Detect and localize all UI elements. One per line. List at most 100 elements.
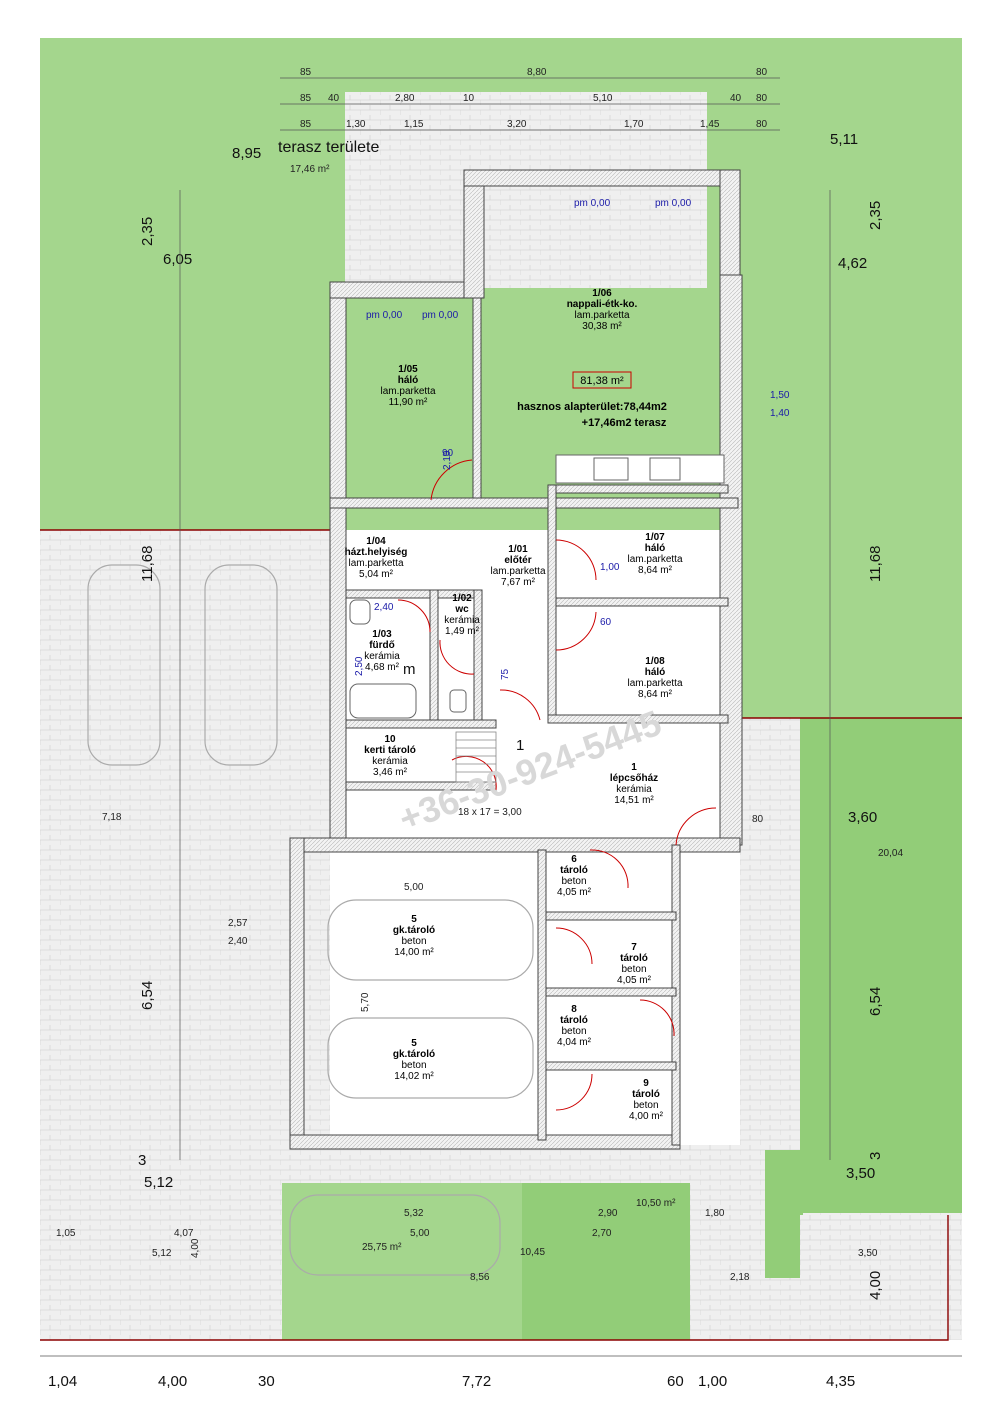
dimension-label: 8,56 — [470, 1272, 490, 1283]
dimension-label: 7,72 — [462, 1373, 491, 1390]
dimension-label: 11,68 — [139, 546, 156, 582]
dimension-label: 40 — [328, 93, 340, 104]
dimension-label: 4,00 — [867, 1271, 884, 1300]
car-icon — [204, 564, 278, 766]
dimension-label: 80 — [756, 119, 768, 130]
dimension-label: 5,11 — [830, 131, 858, 148]
dimension-label: 1,45 — [700, 119, 720, 130]
dimension-label: 3,20 — [507, 119, 527, 130]
dimension-label: 2,57 — [228, 918, 248, 929]
dimension-label: 7,18 — [102, 812, 122, 823]
dimension-label: 30 — [258, 1373, 275, 1390]
dimension-label: 5,10 — [593, 93, 613, 104]
door-swings — [397, 459, 717, 1111]
dimension-label: 10,45 — [520, 1247, 545, 1258]
total-area-box — [572, 371, 632, 389]
terrace-area-value: 17,46 m² — [290, 164, 330, 175]
terrace-area: +17,46m2 terasz — [582, 417, 667, 429]
dimension-label: 85 — [300, 67, 312, 78]
pm-mark: pm 0,00 — [655, 198, 692, 209]
building-walls — [289, 169, 743, 1150]
area-summary: 81,38 m² hasznos alapterület:78,44m2 +17… — [517, 371, 667, 429]
dimension-label: 5,00 — [410, 1228, 430, 1239]
door-dimension: 2,40 — [374, 602, 394, 613]
terrace-label: 8,95 terasz területe 17,46 m² — [232, 139, 379, 175]
door-dimension: 60 — [600, 617, 612, 628]
terrace-title: terasz területe — [278, 139, 379, 156]
parking-area-2: 10,50 m² — [636, 1198, 676, 1209]
pm-marks: pm 0,00 pm 0,00 pm 0,00 pm 0,00 — [366, 198, 692, 321]
dimension-label: 10 — [463, 93, 475, 104]
dimension-label: 3,50 — [858, 1248, 878, 1259]
dimension-label: 4,35 — [826, 1373, 855, 1390]
dimension-label: 5,70 — [360, 992, 371, 1012]
pm-mark: pm 0,00 — [574, 198, 611, 209]
dimension-label: 2,80 — [395, 93, 415, 104]
garden-east-lower — [800, 718, 962, 1213]
dimension-label: 60 — [667, 1373, 684, 1390]
dimension-label: 4,07 — [174, 1228, 194, 1239]
room-number: 1 — [516, 737, 524, 754]
door-dimension: 90 — [442, 448, 454, 459]
m-mark: m — [403, 661, 416, 678]
paving-east-strip — [740, 718, 800, 1148]
bath-fixtures — [349, 599, 467, 719]
dimension-label: 80 — [756, 67, 768, 78]
dimension-label: 85 — [300, 93, 312, 104]
dimension-label: 80 — [756, 93, 768, 104]
door-dimension: 1,50 — [770, 390, 790, 401]
dimension-label: 1,00 — [698, 1373, 727, 1390]
dimension-label: 3,50 — [846, 1165, 875, 1182]
dimension-lines — [40, 77, 962, 1357]
door-dimension: 75 — [500, 668, 511, 680]
dimension-label: 3 — [867, 1152, 884, 1160]
parking-green — [282, 1183, 522, 1340]
car-icon — [289, 1194, 501, 1276]
paving-corner — [800, 1215, 948, 1340]
dimension-label: 2,40 — [228, 936, 248, 947]
stair-note: 18 x 17 = 3,00 — [458, 807, 522, 818]
dimension-label: 6,54 — [139, 981, 156, 1010]
useful-area: hasznos alapterület:78,44m2 — [517, 401, 667, 413]
car-icon — [327, 1017, 534, 1099]
terrace-dim: 8,95 — [232, 145, 261, 162]
car-icon — [327, 899, 534, 981]
garden-east — [740, 380, 962, 720]
garden-east-strip — [765, 1150, 803, 1278]
dimension-label: 3 — [138, 1152, 146, 1169]
dimension-label: 1,70 — [624, 119, 644, 130]
dimension-label: 1,05 — [56, 1228, 76, 1239]
dimension-label: 85 — [300, 119, 312, 130]
dimension-label: 3,60 — [848, 809, 877, 826]
property-line — [40, 529, 962, 1341]
paving-terrace — [345, 92, 707, 288]
pm-mark: pm 0,00 — [422, 310, 459, 321]
site-background — [40, 38, 962, 1340]
dimension-label: 4,00 — [158, 1373, 187, 1390]
dimension-label: 2,35 — [867, 201, 884, 230]
kitchen-counter — [555, 454, 725, 484]
dimension-label: 20,04 — [878, 848, 903, 859]
pm-mark: pm 0,00 — [366, 310, 403, 321]
parking-green-2 — [522, 1183, 690, 1340]
dimension-label: 2,35 — [139, 217, 156, 246]
dimension-label: 5,00 — [404, 882, 424, 893]
dimension-label: 6,54 — [867, 987, 884, 1016]
